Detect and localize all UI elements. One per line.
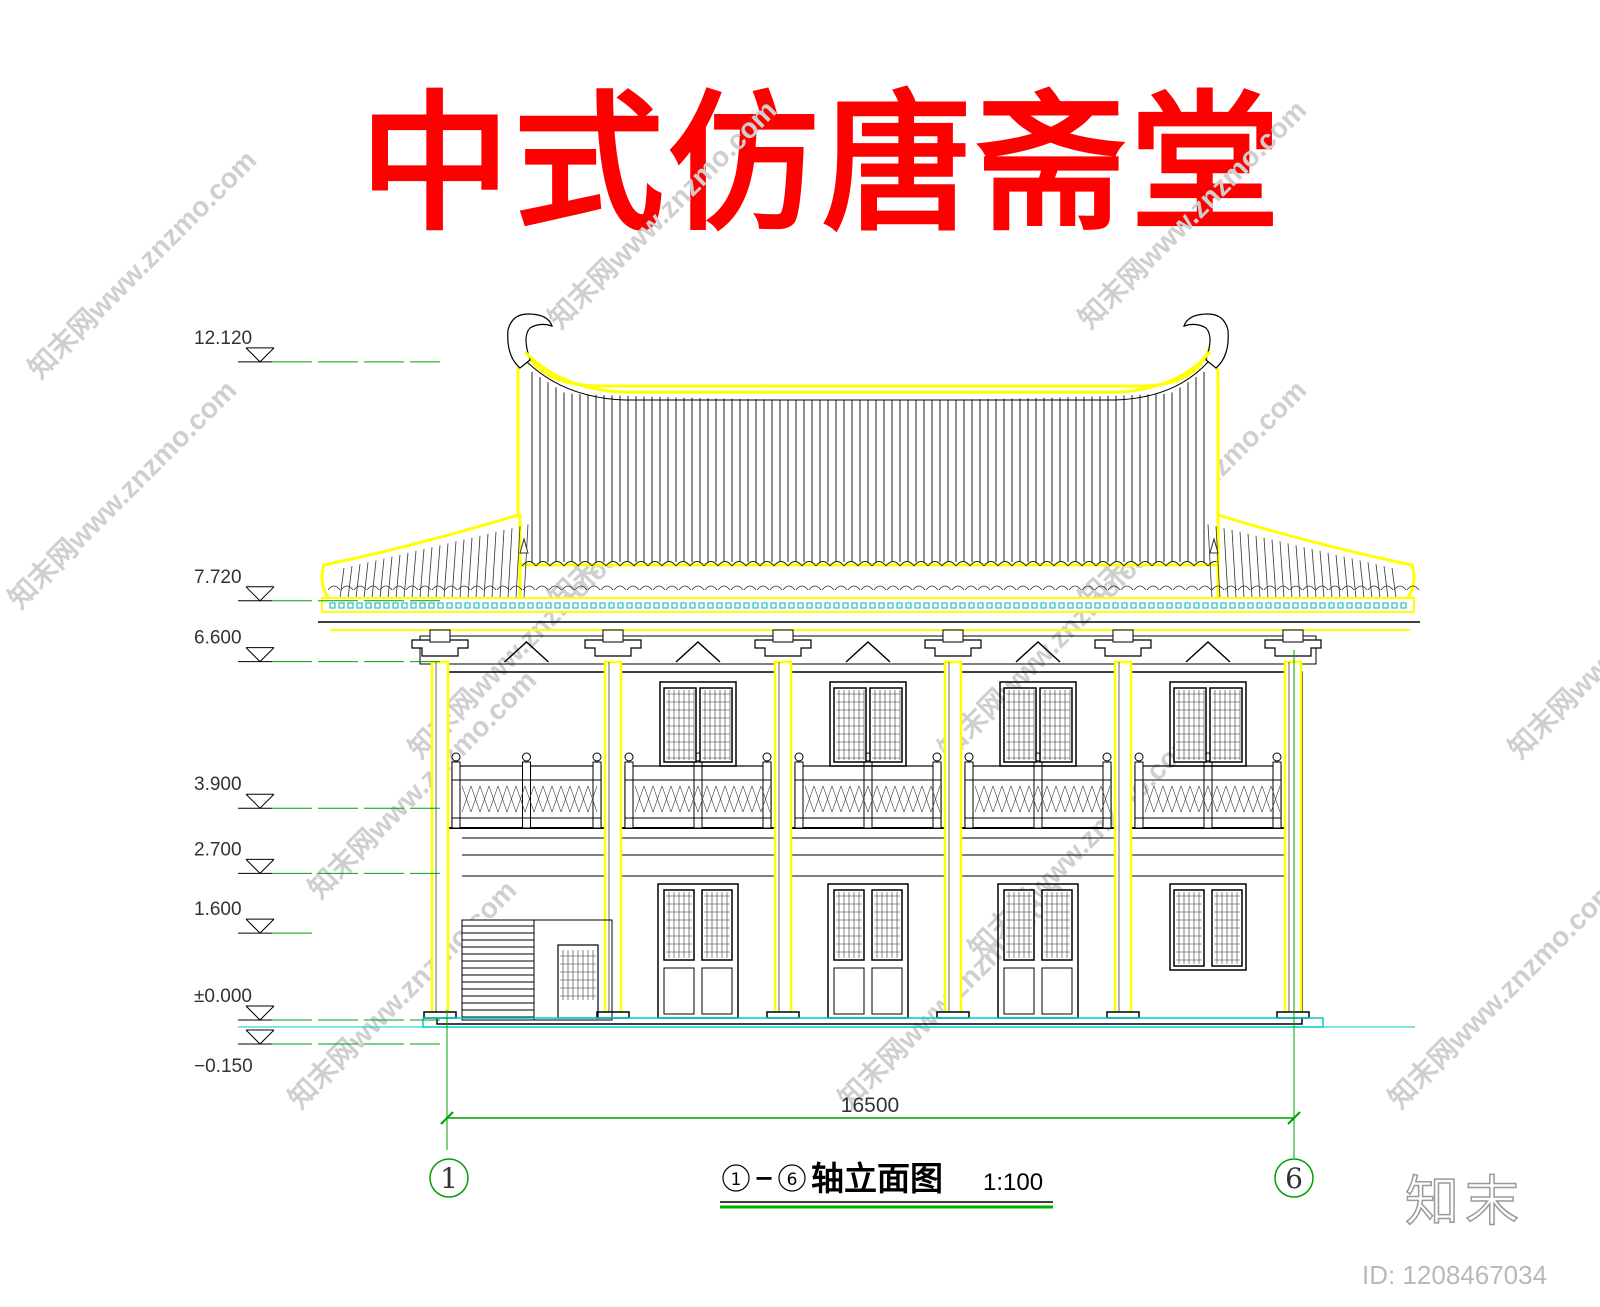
balcony-railings [451, 752, 1282, 829]
inverted-v-brace [845, 641, 891, 663]
ridge-beast-right [1209, 537, 1219, 554]
elevation-mark: 1.600 [194, 899, 312, 934]
inverted-v-brace [1015, 641, 1061, 663]
elevation-mark: ±0.000 [194, 986, 440, 1021]
watermark-text: 知末网www.znzmo.com [1382, 873, 1600, 1114]
elevation-label: 12.120 [194, 328, 252, 349]
stair [461, 919, 613, 1021]
architrave [419, 635, 1317, 665]
elevation-label: −0.150 [194, 1056, 253, 1077]
bracket [754, 639, 812, 657]
roof [318, 313, 1420, 631]
caption-scale: 1:100 [983, 1169, 1043, 1196]
elevation-mark: 12.120 [194, 328, 440, 363]
upper-window [1169, 681, 1247, 767]
elevation-mark: 3.900 [194, 774, 440, 809]
elevation-mark: 2.700 [194, 839, 440, 875]
column-base [766, 1011, 800, 1019]
roof-left-hip [320, 513, 522, 602]
caption-dash: − [754, 1164, 774, 1192]
elevation-marks: 12.120 7.720 6.600 3.900 2.700 1.600 ±0.000 −0.… [194, 328, 440, 1077]
inverted-v-brace [1185, 641, 1231, 663]
caption-name: 轴立面图 [811, 1159, 943, 1198]
column-base [1106, 1011, 1140, 1019]
upper-window [659, 681, 737, 767]
bracket [1264, 639, 1322, 657]
windows-and-doors [657, 681, 1247, 1019]
upper-window [999, 681, 1077, 767]
roof-ridge-inner [526, 361, 1209, 401]
column-base [596, 1011, 630, 1019]
hip-tile-lines [327, 524, 1420, 599]
inverted-v-brace [675, 641, 721, 663]
column [1283, 660, 1303, 1016]
axis-label-right: 6 [1285, 1162, 1303, 1195]
ridge-beast-left [519, 537, 529, 554]
bracket [924, 639, 982, 657]
watermark-text: 知末网www.znzmo.com [1072, 93, 1313, 334]
column-base [936, 1011, 970, 1019]
elevation-label: 3.900 [194, 774, 242, 795]
drawing-title: 中式仿唐斋堂 [360, 78, 1285, 252]
roof-tile-rows [521, 372, 1223, 567]
building-body [238, 660, 1415, 1028]
elevation-label: ±0.000 [194, 986, 252, 1007]
axis-bubble-right: 6 [1274, 1158, 1314, 1198]
bracket-sets [411, 629, 1322, 665]
elevation-label: 2.700 [194, 839, 242, 860]
caption-axis-from: 1 [731, 1170, 742, 1190]
bracket [1094, 639, 1152, 657]
caption-axis-to: 6 [787, 1170, 798, 1190]
roof-ridge-line [523, 350, 1212, 394]
elevation-mark: 7.720 [194, 567, 440, 602]
inverted-v-brace [504, 641, 549, 663]
eave-rafter-ends [329, 602, 1407, 609]
elevation-mark: 6.600 [194, 628, 440, 663]
ridge-end-right [1183, 313, 1229, 369]
columns [423, 660, 1310, 1019]
elevation-label: 7.720 [194, 567, 242, 588]
column [430, 660, 450, 1016]
elevation-label: 1.600 [194, 899, 242, 920]
axis-bubble-left: 1 [429, 1158, 469, 1198]
watermark-text: 知末网www.znzmo.com [302, 663, 543, 904]
column-base [1276, 1011, 1310, 1019]
bracket [584, 639, 642, 657]
lower-window [1169, 883, 1247, 971]
plinth [422, 1017, 1324, 1028]
column [1113, 660, 1133, 1016]
axis-label-left: 1 [440, 1162, 458, 1195]
column [943, 660, 963, 1016]
watermark-text: 知末网www.znzmo.com [542, 93, 783, 334]
elevation-label: 6.600 [194, 628, 242, 649]
ridge-end-left [507, 313, 553, 369]
elevation-mark: −0.150 [194, 1029, 440, 1077]
dimension-line: 16500 [440, 650, 1301, 1150]
dimension-value: 16500 [841, 1094, 899, 1117]
watermark-id: ID: 1208467034 [1362, 1260, 1548, 1290]
upper-window [829, 681, 907, 767]
column [773, 660, 793, 1016]
column-base [423, 1011, 457, 1019]
watermark-logo: 知末 [1404, 1169, 1525, 1234]
bracket [411, 639, 469, 657]
watermark-text: 知末网www.znzmo.com [1502, 523, 1600, 764]
drawing-caption: 1 − 6 轴立面图 1:100 [720, 1159, 1053, 1209]
column [603, 660, 623, 1016]
